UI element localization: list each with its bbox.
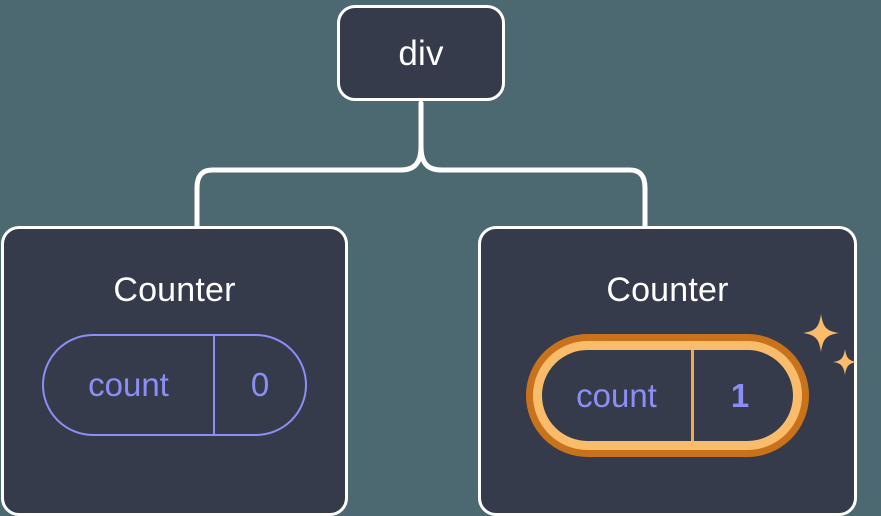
node-counter-right[interactable]: Counter count 1 [478, 226, 857, 516]
state-badge-cells: count 1 [542, 350, 793, 441]
state-badge-cells: count 0 [44, 336, 305, 434]
node-counter-right-label: Counter [606, 271, 729, 309]
state-value-label: 1 [730, 376, 750, 414]
state-badge-wrapper-right: count 1 [526, 314, 857, 457]
state-badge-wrapper-left: count 0 [42, 334, 307, 436]
diagram-canvas: div Counter count 0 Counter count 1 [1, 5, 857, 516]
node-div-label: div [398, 33, 444, 73]
state-key-label: count [542, 350, 694, 441]
connector-to-counter-right [418, 143, 648, 231]
sparkle-group [803, 314, 857, 375]
state-badge-count-left[interactable]: count 0 [42, 334, 307, 436]
connector-lines [194, 100, 648, 231]
connector-to-counter-left [194, 143, 424, 231]
node-counter-left[interactable]: Counter count 0 [1, 226, 348, 516]
sparkle-large-icon [803, 314, 839, 352]
state-value-label: 0 [250, 366, 270, 403]
node-div[interactable]: div [337, 5, 505, 101]
state-key-label: count [44, 336, 215, 434]
state-badge-count-right[interactable]: count 1 [526, 334, 809, 457]
sparkle-small-icon [833, 349, 857, 375]
state-badge-highlight-ring: count 1 [533, 341, 802, 450]
node-counter-left-label: Counter [113, 271, 236, 309]
